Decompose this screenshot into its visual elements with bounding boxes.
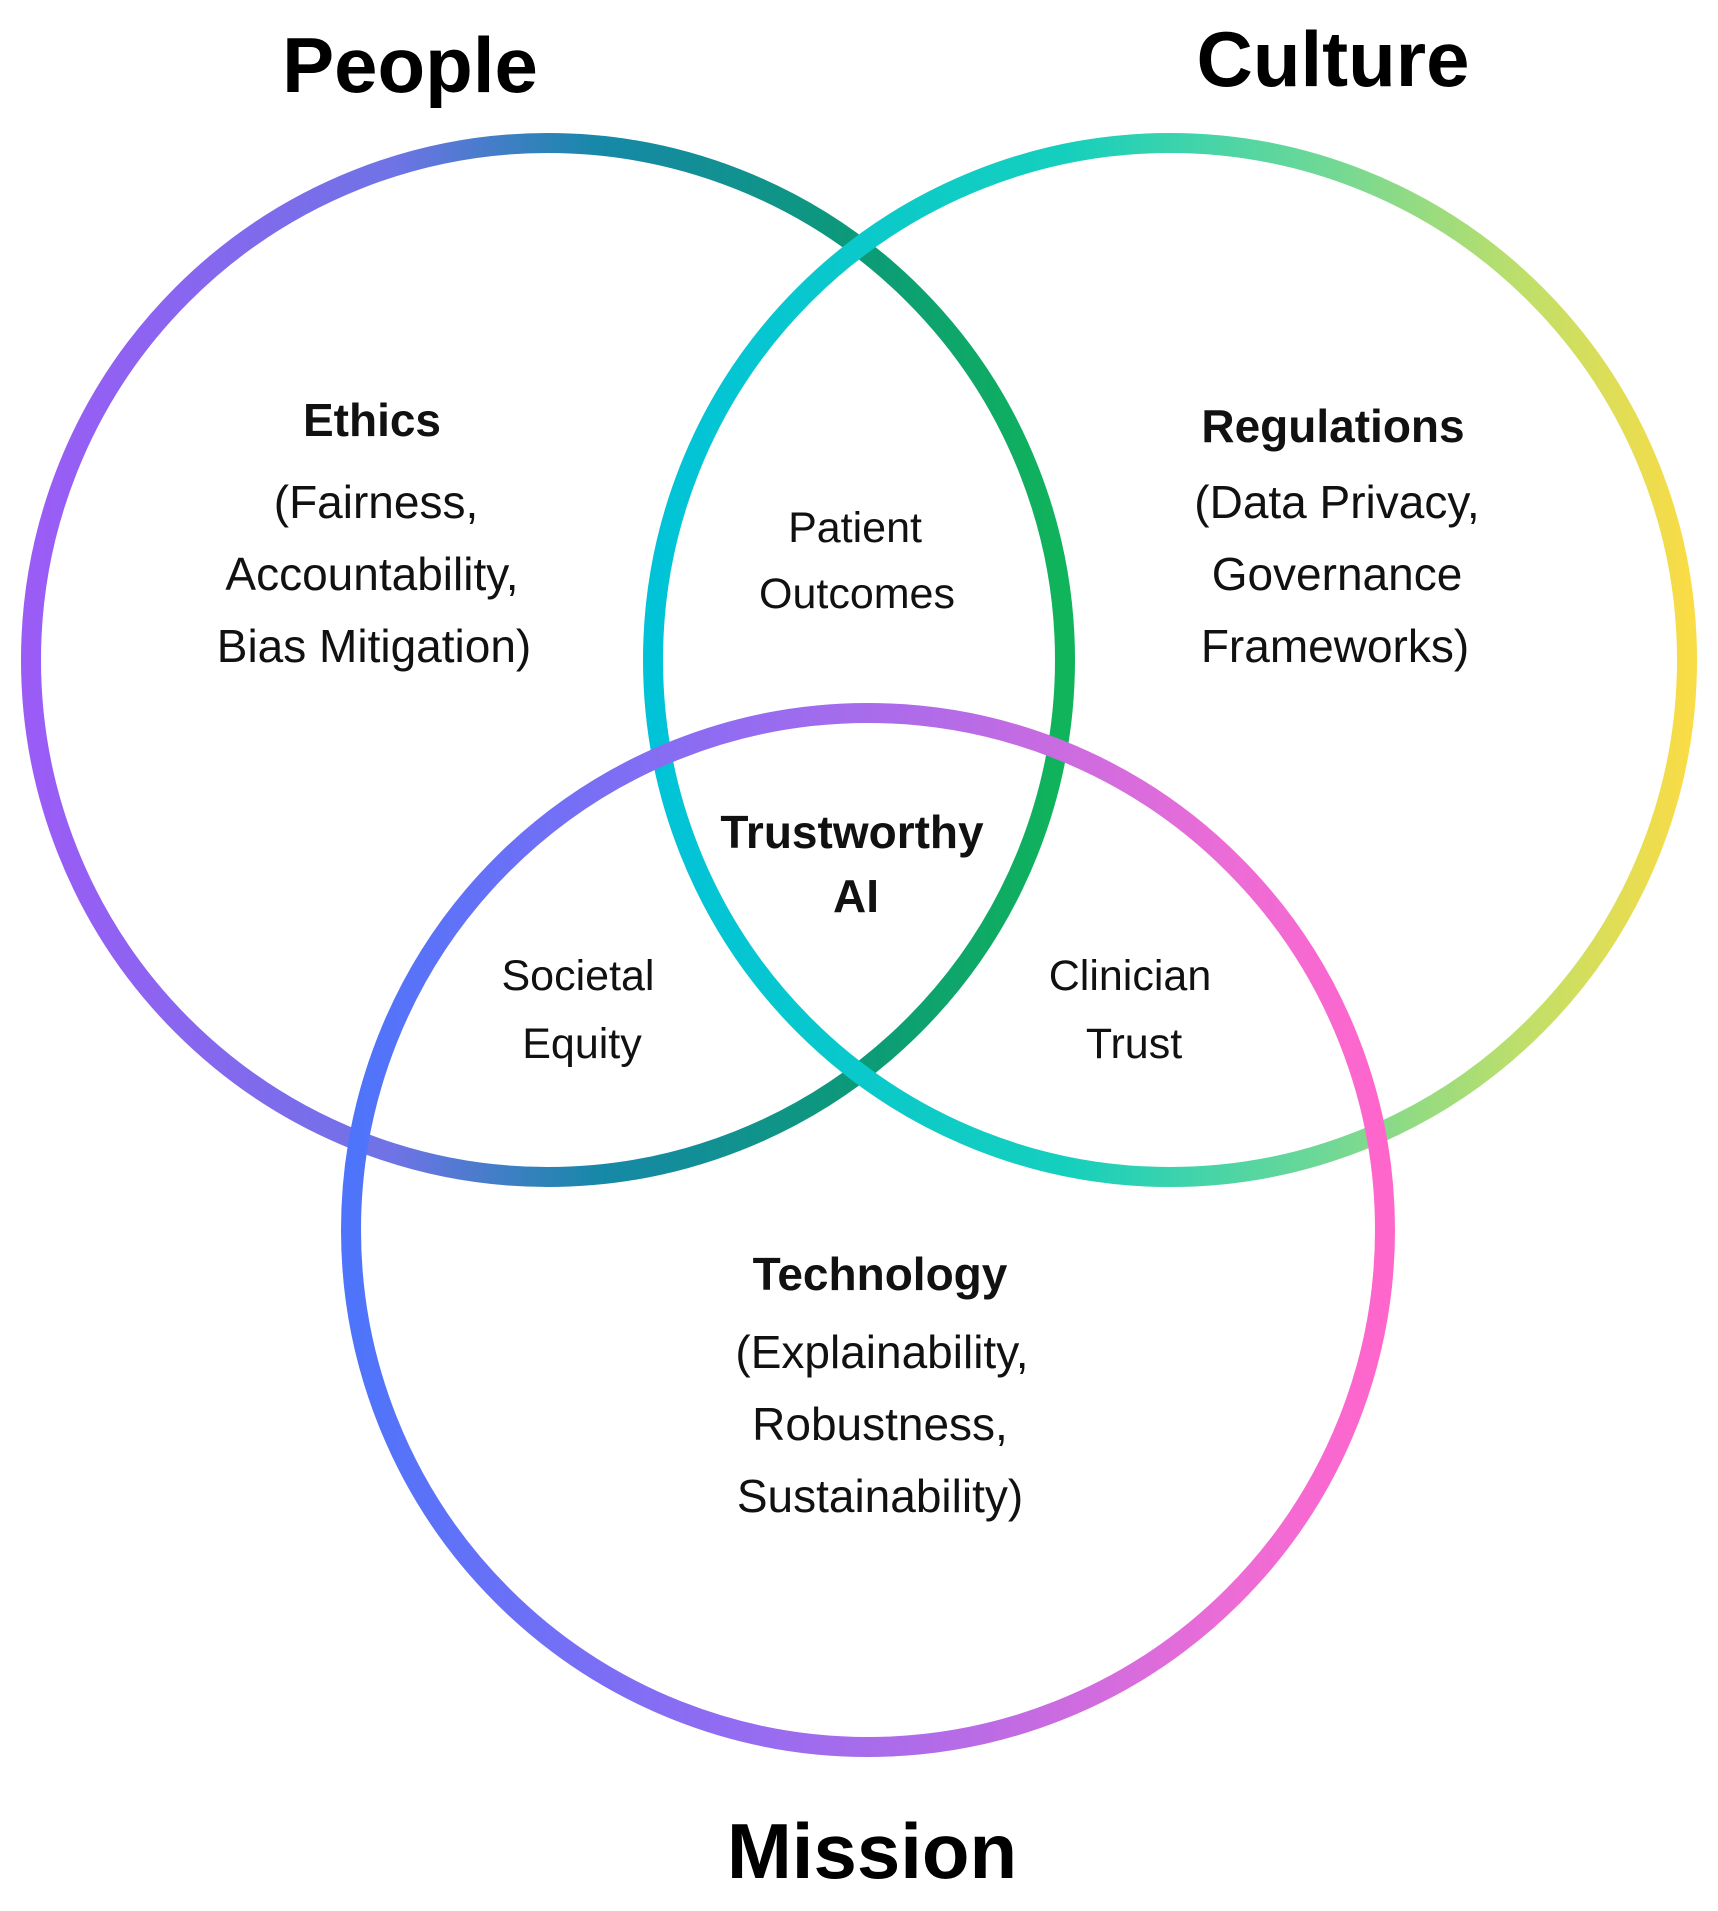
patient-outcomes-line-1: Patient bbox=[788, 504, 922, 552]
ethics-title: Ethics bbox=[303, 394, 441, 446]
societal-equity-line-1: Societal bbox=[502, 952, 655, 1000]
ethics-line-3: Bias Mitigation) bbox=[217, 620, 531, 672]
people-label: People bbox=[282, 21, 538, 109]
mission-circle bbox=[341, 703, 1395, 1757]
ethics-line-1: (Fairness, bbox=[274, 476, 478, 528]
societal-equity-line-2: Equity bbox=[522, 1020, 642, 1068]
culture-circle bbox=[643, 133, 1697, 1187]
technology-title: Technology bbox=[753, 1248, 1008, 1300]
clinician-trust-line-1: Clinician bbox=[1049, 952, 1212, 1000]
mission-label: Mission bbox=[727, 1807, 1017, 1895]
ethics-line-2: Accountability, bbox=[225, 548, 518, 600]
regulations-line-3: Frameworks) bbox=[1201, 620, 1469, 672]
regulations-line-2: Governance bbox=[1212, 548, 1463, 600]
patient-outcomes-line-2: Outcomes bbox=[759, 570, 955, 618]
technology-line-1: (Explainability, bbox=[735, 1326, 1028, 1378]
regulations-line-1: (Data Privacy, bbox=[1194, 476, 1479, 528]
center-line-2: AI bbox=[833, 870, 879, 922]
technology-line-3: Sustainability) bbox=[737, 1470, 1023, 1522]
regulations-title: Regulations bbox=[1201, 400, 1464, 452]
center-line-1: Trustworthy bbox=[720, 806, 984, 858]
culture-label: Culture bbox=[1197, 15, 1470, 103]
clinician-trust-line-2: Trust bbox=[1086, 1020, 1182, 1068]
people-circle bbox=[21, 133, 1075, 1187]
technology-line-2: Robustness, bbox=[752, 1398, 1008, 1450]
